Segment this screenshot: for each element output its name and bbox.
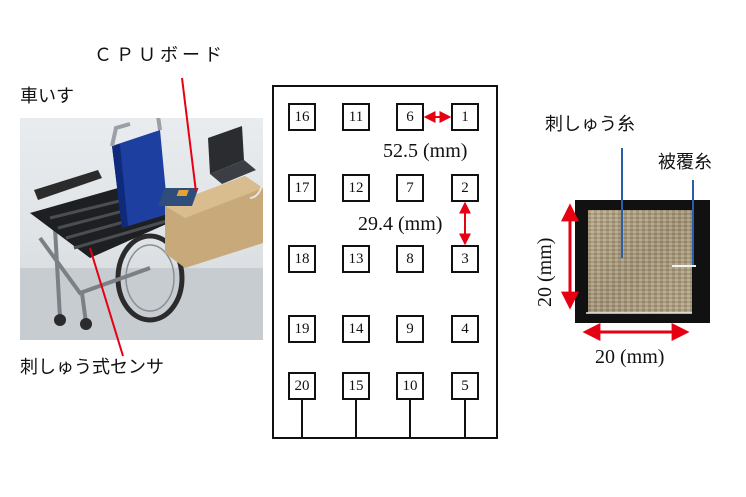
coated-thread-label: 被覆糸	[658, 152, 712, 173]
sensor-20: 20	[288, 372, 316, 400]
sensor-12: 12	[342, 174, 370, 202]
sensor-6: 6	[396, 103, 424, 131]
wheelchair-photo	[20, 118, 263, 340]
sensor-1: 1	[451, 103, 479, 131]
lead-wire	[464, 400, 466, 439]
embroidery-sensor-label: 刺しゅう式センサ	[20, 357, 164, 378]
lead-wire	[301, 400, 303, 439]
sensor-14: 14	[342, 315, 370, 343]
sensor-17: 17	[288, 174, 316, 202]
sensor-16: 16	[288, 103, 316, 131]
sensor-7: 7	[396, 174, 424, 202]
sensor-15: 15	[342, 372, 370, 400]
sensor-5: 5	[451, 372, 479, 400]
lead-wire	[409, 400, 411, 439]
embroidery-thread-label: 刺しゅう糸	[545, 114, 635, 135]
sensor-11: 11	[342, 103, 370, 131]
sensor-leader	[89, 247, 124, 357]
sensor-18: 18	[288, 245, 316, 273]
width-label: 20 (mm)	[595, 346, 665, 368]
sensor-9: 9	[396, 315, 424, 343]
sensor-19: 19	[288, 315, 316, 343]
wheelchair-label: 車いす	[20, 86, 74, 107]
pitch-vertical-label: 29.4 (mm)	[358, 213, 443, 235]
sensor-3: 3	[451, 245, 479, 273]
pitch-horizontal-label: 52.5 (mm)	[383, 140, 468, 162]
lead-wire	[355, 400, 357, 439]
fabric-sensor-embroidery	[588, 210, 692, 313]
cpu-board-leader	[181, 77, 197, 193]
sensor-8: 8	[396, 245, 424, 273]
sensor-4: 4	[451, 315, 479, 343]
sensor-10: 10	[396, 372, 424, 400]
sensor-13: 13	[342, 245, 370, 273]
sensor-2: 2	[451, 174, 479, 202]
cpu-board-label: ＣＰＵボード	[94, 45, 226, 66]
